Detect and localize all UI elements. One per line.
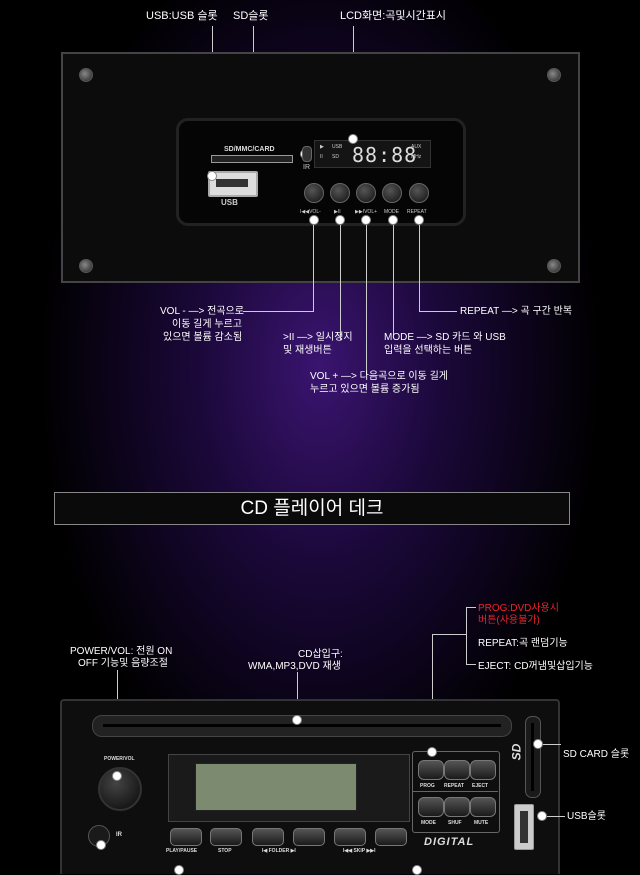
play-pause-text: ▶II xyxy=(334,209,341,215)
play-marker xyxy=(335,215,345,225)
eject-desc: EJECT: CD꺼냄및삽입기능 xyxy=(478,661,593,672)
play-pause-deck-button[interactable] xyxy=(170,828,202,846)
vol-minus-button[interactable] xyxy=(304,183,324,203)
vol-plus-text: ▶▶IVOL+ xyxy=(355,209,378,215)
mode-deck-text: MODE xyxy=(421,820,436,826)
prog-desc-1: PROG:DVD사용시 xyxy=(478,603,559,614)
ir-marker xyxy=(96,840,106,850)
shuf-button[interactable] xyxy=(444,797,470,817)
repeat-marker xyxy=(414,215,424,225)
lcd-sd-indicator: SD xyxy=(332,154,339,160)
screw-icon xyxy=(79,68,93,82)
folder-next-button[interactable] xyxy=(293,828,325,846)
deck-button-group xyxy=(412,751,500,833)
mode-button[interactable] xyxy=(382,183,402,203)
deck-display xyxy=(168,754,410,822)
usb-port-text: USB xyxy=(221,198,238,207)
prog-button[interactable] xyxy=(418,760,444,780)
sd-card-slot-deck[interactable] xyxy=(525,716,541,798)
prog-desc-2: 버튼(사용불가) xyxy=(478,615,540,626)
cd-slot-marker xyxy=(292,715,302,725)
vol-plus-button[interactable] xyxy=(356,183,376,203)
prog-text: PROG xyxy=(420,783,435,789)
play-icon: ▶ xyxy=(320,144,324,150)
sd-card-marker xyxy=(533,739,543,749)
skip-text: I◀◀ SKIP ▶▶I xyxy=(343,848,376,854)
power-desc-2: OFF 기능및 음량조절 xyxy=(78,658,168,669)
skip-next-button[interactable] xyxy=(375,828,407,846)
usb-deck-desc: USB슬롯 xyxy=(567,811,606,822)
usb-deck-marker xyxy=(537,811,547,821)
ir-sensor xyxy=(302,146,312,162)
power-marker xyxy=(112,771,122,781)
lcd-usb-indicator: USB xyxy=(332,144,343,150)
mode-desc-1: MODE —> SD 카드 와 USB xyxy=(384,332,506,343)
sd-slot-label: SD슬롯 xyxy=(233,10,269,22)
mute-text: MUTE xyxy=(474,820,489,826)
vol-plus-desc-2: 누르고 있으면 볼륨 증가됨 xyxy=(310,384,420,395)
repeat-random-desc: REPEAT:곡 랜덤기능 xyxy=(478,638,568,649)
mute-button[interactable] xyxy=(470,797,496,817)
lcd-marker xyxy=(348,134,358,144)
lcd-aux-indicator: AUX xyxy=(411,144,422,150)
lcd-digits: 88:88 xyxy=(352,143,418,167)
sd-logo: SD xyxy=(509,743,524,761)
repeat-desc: REPEAT —> 곡 구간 반복 xyxy=(460,306,573,317)
folder-text: I◀ FOLDER ▶I xyxy=(262,848,296,854)
repeat-button[interactable] xyxy=(409,183,429,203)
usb-slot-label: USB:USB 슬롯 xyxy=(146,10,218,22)
vol-minus-marker xyxy=(309,215,319,225)
power-vol-text: POWER/VOL xyxy=(104,756,135,762)
sd-slot-text: SD/MMC/CARD xyxy=(224,146,275,153)
lcd-label: LCD화면:곡및시간표시 xyxy=(340,10,447,22)
prog-marker xyxy=(427,747,437,757)
screw-icon xyxy=(547,259,561,273)
cd-slot-desc-2: WMA,MP3,DVD 재생 xyxy=(248,661,341,672)
play-desc-1: >II —> 일시정지 xyxy=(283,332,353,343)
sd-card-desc: SD CARD 슬롯 xyxy=(563,749,630,760)
ir-label: IR xyxy=(303,164,310,171)
vol-plus-marker xyxy=(361,215,371,225)
stop-button[interactable] xyxy=(210,828,242,846)
eject-text: EJECT xyxy=(472,783,489,789)
play-pause-deck-text: PLAY/PAUSE xyxy=(166,848,198,854)
cd-slot[interactable] xyxy=(92,715,512,737)
mode-deck-button[interactable] xyxy=(418,797,444,817)
power-desc-1: POWER/VOL: 전원 ON xyxy=(70,646,173,657)
usb-deck-port[interactable] xyxy=(514,804,534,850)
vol-plus-desc-1: VOL + —> 다음곡으로 이동 길게 xyxy=(310,371,449,382)
digital-logo: DIGITAL xyxy=(424,836,475,848)
folder-prev-button[interactable] xyxy=(252,828,284,846)
play-pause-button[interactable] xyxy=(330,183,350,203)
screw-icon xyxy=(547,68,561,82)
mode-text: MODE xyxy=(384,209,399,215)
repeat-deck-button[interactable] xyxy=(444,760,470,780)
eject-button[interactable] xyxy=(470,760,496,780)
vol-minus-text: I◀◀VOL- xyxy=(300,209,321,215)
lcd-display xyxy=(314,140,431,168)
repeat-text: REPEAT xyxy=(407,209,427,215)
stop-text: STOP xyxy=(218,848,232,854)
mode-desc-2: 입력을 선택하는 버튼 xyxy=(384,345,473,356)
shuf-text: SHUF xyxy=(448,820,462,826)
screw-icon xyxy=(79,259,93,273)
vol-minus-desc-2: 이동 길게 누르고 xyxy=(172,319,242,330)
vol-minus-desc-3: 있으면 볼륨 감소됨 xyxy=(163,332,243,343)
deck-ir-text: IR xyxy=(116,832,122,838)
lcd-mhz-indicator: MHz xyxy=(411,154,422,160)
play-desc-2: 및 재생버튼 xyxy=(283,345,332,356)
vol-minus-desc-1: VOL - —> 전곡으로 xyxy=(160,306,244,317)
skip-prev-button[interactable] xyxy=(334,828,366,846)
cd-slot-desc-1: CD삽입구: xyxy=(298,649,343,660)
sd-card-slot[interactable] xyxy=(211,155,293,163)
mode-marker xyxy=(388,215,398,225)
repeat-deck-text: REPEAT xyxy=(444,783,464,789)
section-title: CD 플레이어 데크 xyxy=(54,492,570,525)
pause-icon: II xyxy=(320,154,323,160)
usb-marker xyxy=(207,171,217,181)
